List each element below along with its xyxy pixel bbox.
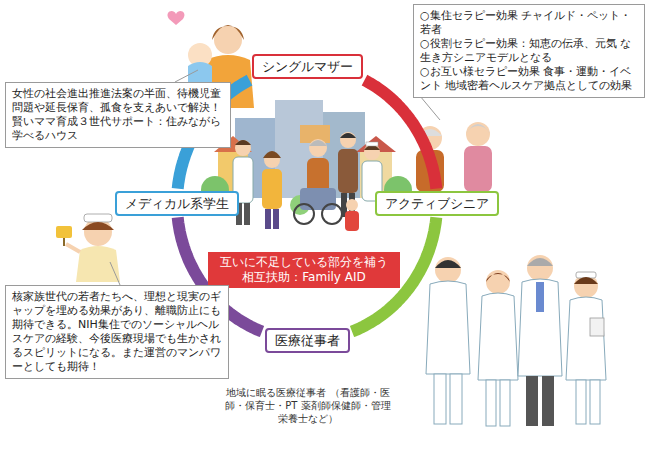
- center-man: [338, 149, 358, 193]
- student-nurse: [82, 222, 114, 230]
- node-text: ○役割セラピー効果：知恵の伝承、元気 な生き方シニアモデルとなる: [420, 37, 638, 65]
- center-mother: [262, 169, 282, 209]
- medical-staff-group: [486, 380, 496, 426]
- medical-staff-group: [542, 376, 554, 426]
- center-man: [340, 133, 356, 138]
- mother-with-baby: [168, 11, 185, 25]
- center-doctor: [235, 140, 251, 156]
- senior-couple: [466, 122, 490, 146]
- medical-staff-group: [526, 376, 538, 426]
- buildings: [356, 136, 396, 152]
- center-man: [340, 132, 356, 148]
- medical-staff-group: [426, 281, 470, 374]
- student-nurse: [76, 246, 120, 282]
- student-nurse: [84, 214, 112, 222]
- medical-staff-group: [527, 258, 553, 266]
- node-text: 核家族世代の若者たちへ、理想と現実のギャップを埋める効果があり、離職防止にも期待…: [12, 290, 222, 374]
- medical-staff-group: [435, 260, 461, 268]
- student-nurse: [66, 244, 80, 252]
- medical-staff-group: [590, 380, 600, 424]
- medical-staff-group: [478, 293, 518, 380]
- node-text: ○集住セラピー効果 チャイルド・ペット・若者: [420, 9, 638, 37]
- callout-box: 女性の社会進出推進法案の半面、待機児童問題や延長保育、孤食を支えあいで解決！賢い…: [5, 82, 231, 148]
- medical-staff-group: [435, 257, 461, 283]
- role-box: シングルマザー: [252, 54, 363, 79]
- node-text: 女性の社会進出推進法案の半面、待機児童問題や延長保育、孤食を支えあいで解決！賢い…: [12, 87, 224, 143]
- medical-staff-group: [576, 380, 586, 424]
- center-child: [346, 199, 358, 211]
- role-box: メディカル系学生: [115, 191, 239, 216]
- student-nurse: [63, 238, 65, 246]
- buildings: [323, 112, 365, 198]
- center-man: [338, 132, 358, 217]
- role-box: アクティブシニア: [375, 191, 499, 216]
- node-text: 互いに不足している部分を補う 相互扶助：Family AID: [216, 255, 392, 285]
- leader-lines: [175, 70, 198, 82]
- center-elder: [309, 139, 327, 157]
- medical-staff-group: [434, 374, 446, 424]
- center-mother: [273, 209, 279, 229]
- node-text: アクティブシニア: [385, 195, 489, 212]
- medical-staff-group: [486, 270, 510, 294]
- center-mother: [263, 151, 281, 158]
- medical-staff-group: [574, 277, 598, 284]
- center-elder: [294, 139, 342, 224]
- callout-box: 核家族世代の若者たちへ、理想と現実のギャップを埋める効果があり、離職防止にも期待…: [5, 285, 229, 379]
- center-elder: [300, 188, 336, 210]
- center-mother: [264, 152, 280, 168]
- medical-staff-group: [590, 318, 604, 336]
- medical-staff-group: [450, 374, 462, 424]
- center-elder: [309, 140, 327, 146]
- node-text: メディカル系学生: [125, 195, 229, 212]
- leader-lines: [110, 262, 120, 285]
- medical-staff-group: [566, 297, 606, 380]
- center-mother: [265, 209, 271, 229]
- center-child: [345, 199, 359, 231]
- center-doctor: [235, 140, 251, 145]
- senior-couple: [466, 124, 490, 134]
- role-box: 医療従事者: [265, 328, 350, 353]
- medical-staff-group: [518, 279, 562, 376]
- node-text: ○お互い様セラピー効果 食事・運動・イベント 地域密着ヘルスケア拠点としての効果: [420, 65, 638, 93]
- medical-staff-group: [527, 255, 553, 281]
- student-nurse: [56, 214, 120, 282]
- senior-couple: [464, 146, 492, 192]
- callout-box: ○集住セラピー効果 チャイルド・ペット・若者○役割セラピー効果：知恵の伝承、元気…: [413, 4, 645, 98]
- medical-staff-group: [536, 282, 544, 312]
- center-nurse: [364, 144, 380, 160]
- center-band: 互いに不足している部分を補う 相互扶助：Family AID: [208, 252, 400, 288]
- medical-staff-group: [426, 255, 606, 426]
- center-elder: [294, 204, 314, 224]
- mother-with-baby: [212, 25, 244, 40]
- center-mother: [262, 151, 282, 229]
- medical-staff-group: [500, 380, 510, 426]
- center-doctor: [244, 203, 250, 225]
- student-nurse: [56, 226, 72, 238]
- center-nurse: [366, 142, 378, 146]
- note-label: 地域に眠る医療従事者 （看護師・医師・保育士・PT 薬剤師保健師・管理栄養士など…: [222, 386, 394, 425]
- node-text: シングルマザー: [262, 58, 353, 75]
- center-elder: [322, 204, 342, 224]
- medical-staff-group: [486, 273, 510, 282]
- center-child: [345, 211, 359, 231]
- node-text: 医療従事者: [275, 332, 340, 349]
